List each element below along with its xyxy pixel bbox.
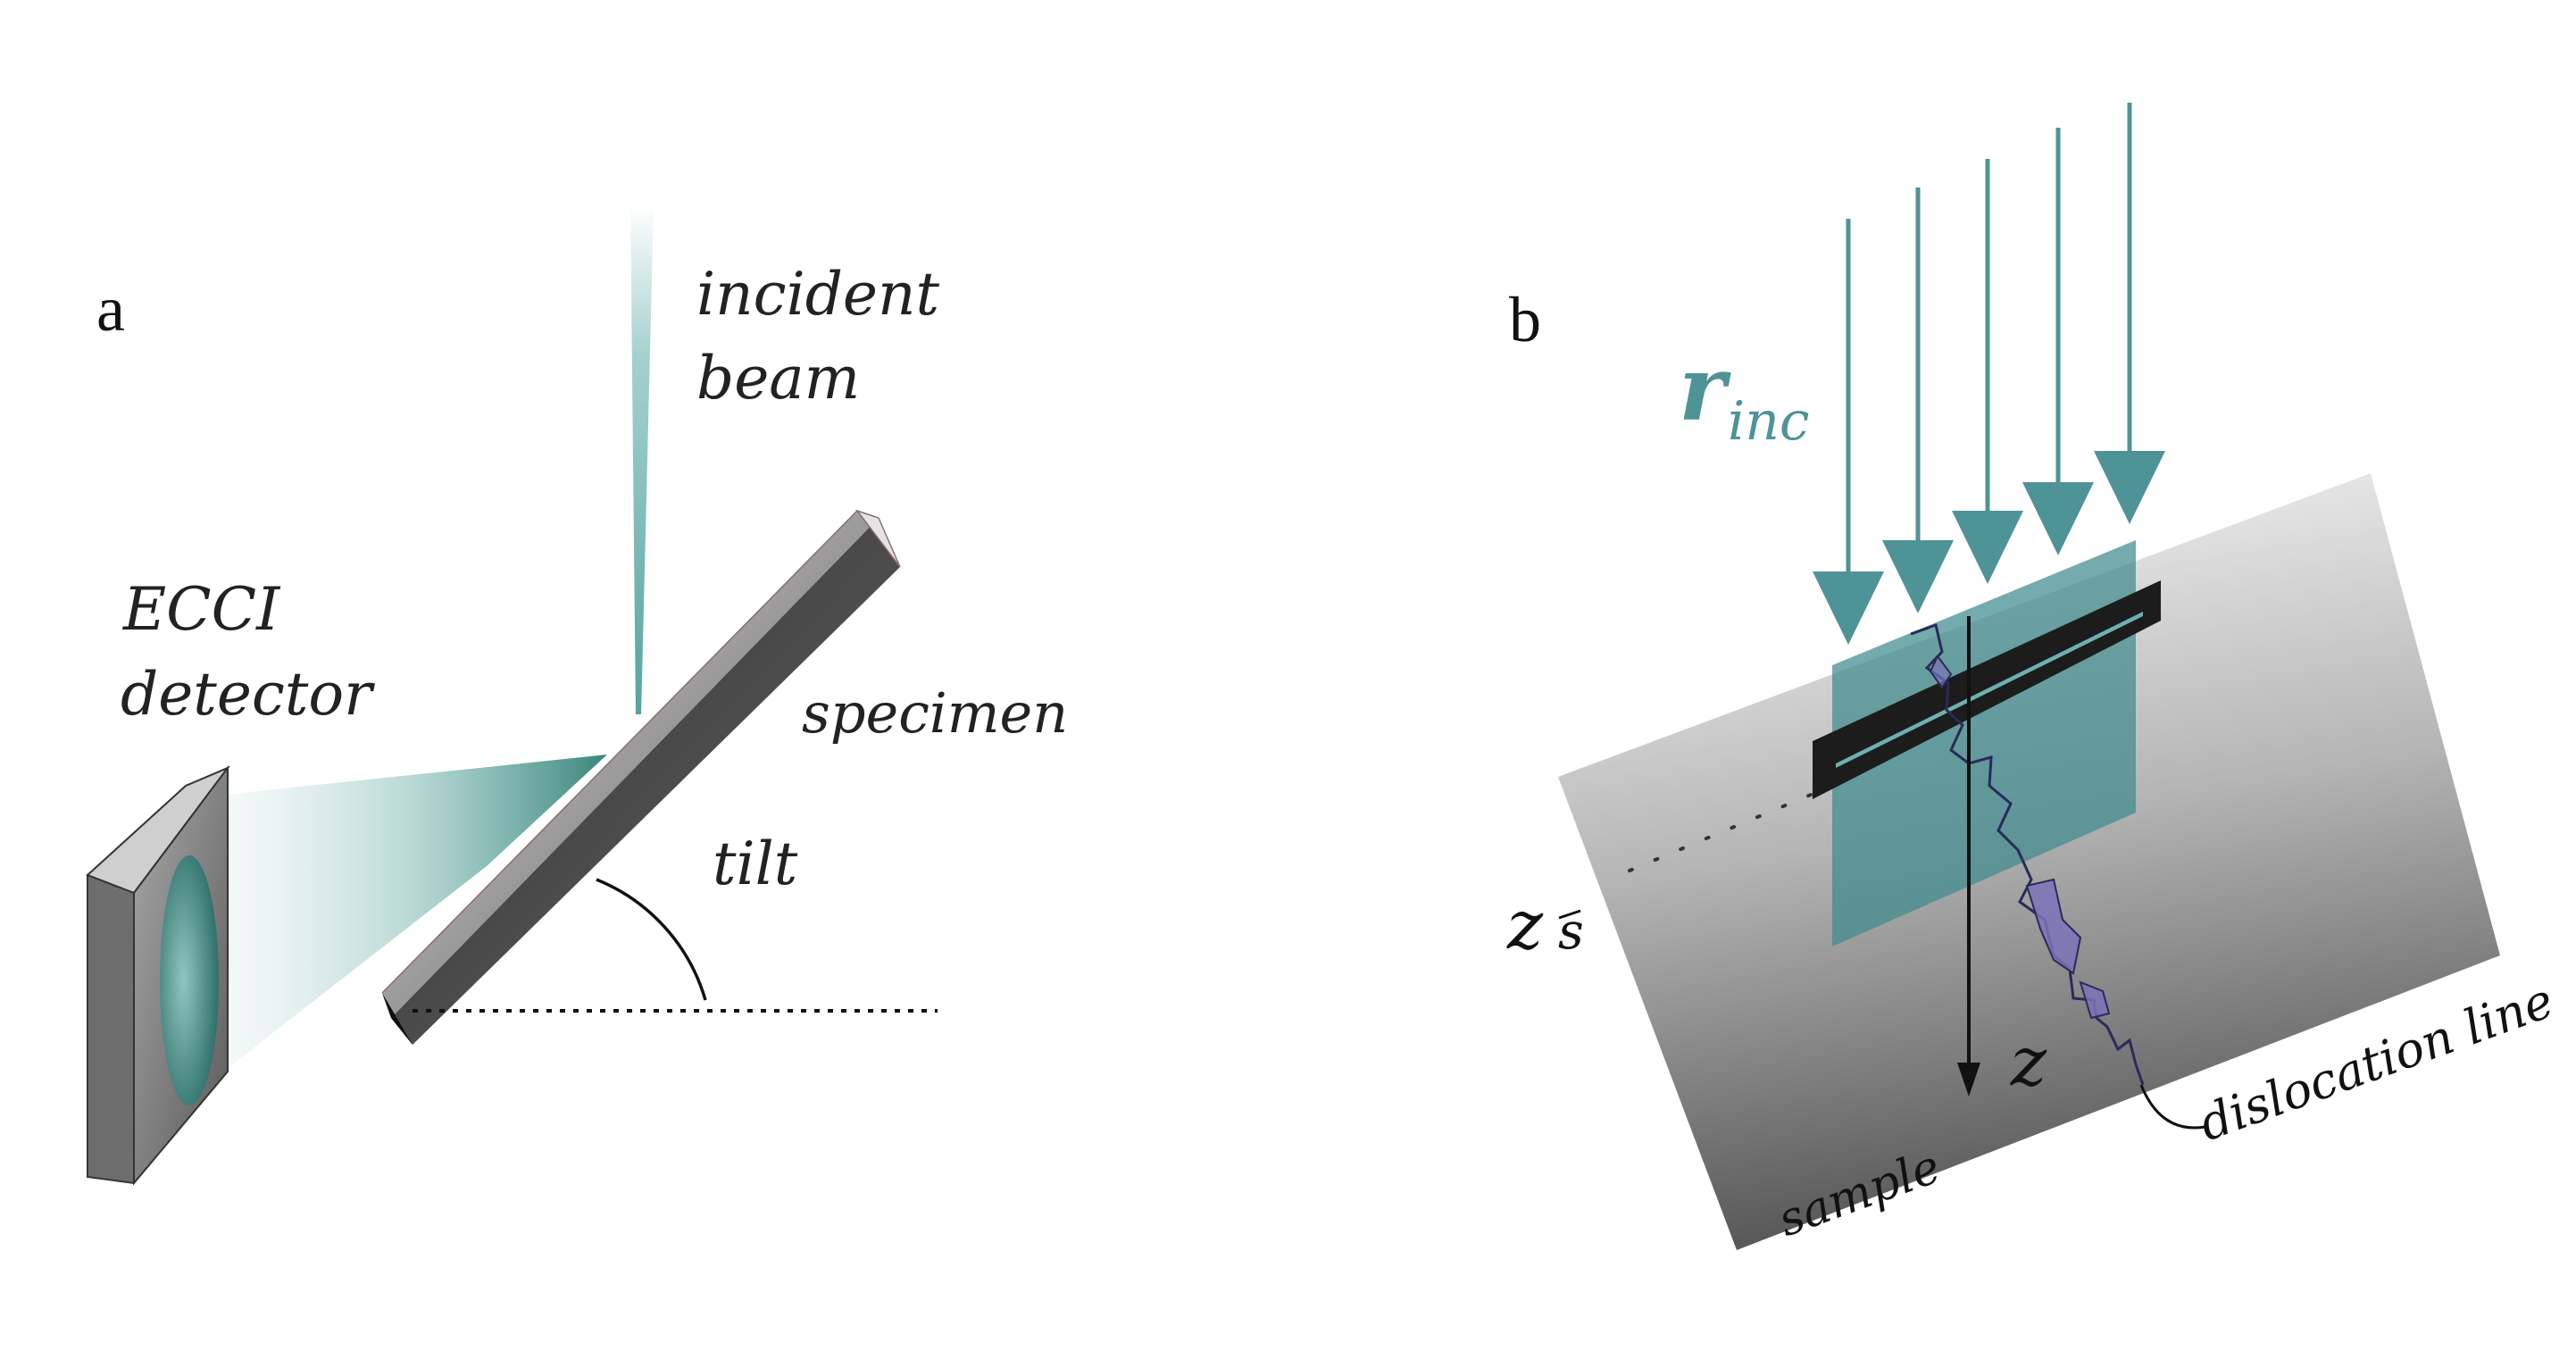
z-axis-arrowhead xyxy=(1957,1063,1980,1097)
incident-beam-label: incident beam xyxy=(696,260,958,413)
ecci-detector-label-line2: detector xyxy=(121,660,375,729)
incident-beam xyxy=(630,205,654,714)
ecci-detector xyxy=(86,765,231,1186)
z-axis-label: z xyxy=(2010,1022,2047,1101)
incident-arrowhead-4 xyxy=(2022,482,2094,555)
incident-beam-label-line1: incident xyxy=(696,260,940,329)
incident-arrowhead-3 xyxy=(1952,511,2023,584)
emission-cone xyxy=(223,755,607,1072)
detector-lens xyxy=(160,855,219,1105)
ecci-detector-label: ECCI detector xyxy=(121,575,375,729)
incident-arrows xyxy=(1846,103,2132,571)
slit-bar xyxy=(1813,580,2161,799)
panel-a-label: a xyxy=(96,273,125,345)
dislocation-leader xyxy=(2139,1084,2206,1130)
panel-a: a incident beam specimen tilt xyxy=(86,205,1068,1186)
panel-b-label: b xyxy=(1509,284,1541,355)
r-inc-label: r inc xyxy=(1679,336,1809,453)
incident-arrowhead-2 xyxy=(1882,540,1954,613)
specimen xyxy=(381,509,901,1045)
ecci-detector-label-line1: ECCI xyxy=(122,575,281,644)
incident-arrowhead-5 xyxy=(2094,451,2165,524)
tilt-arc xyxy=(596,878,707,1001)
specimen-label: specimen xyxy=(802,680,1068,746)
incident-arrowheads xyxy=(1813,451,2165,645)
r-inc-sub: inc xyxy=(1728,390,1809,453)
z-s-main: z xyxy=(1506,885,1544,964)
z-s-label: z s xyxy=(1506,885,1584,964)
z-s-bar xyxy=(1558,909,1581,920)
sample-block xyxy=(1558,473,2500,1250)
tilt-label: tilt xyxy=(713,830,798,898)
dislocation-line xyxy=(1910,623,2145,1086)
panel-b: b r inc xyxy=(1506,103,2561,1250)
r-inc-main: r xyxy=(1679,336,1731,441)
incident-arrowhead-1 xyxy=(1813,571,1884,645)
incident-beam-label-line2: beam xyxy=(696,344,860,413)
